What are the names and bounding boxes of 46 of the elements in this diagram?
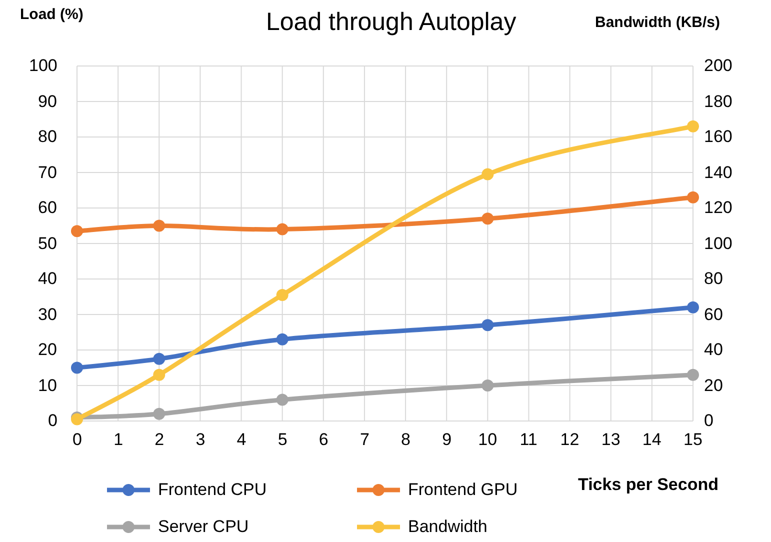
tick-label: 70: [38, 162, 57, 182]
tick-label: 30: [38, 304, 57, 324]
chart-title: Load through Autoplay: [266, 8, 516, 36]
tick-label: 60: [704, 304, 723, 324]
tick-label: 6: [318, 430, 328, 450]
tick-label: 20: [38, 340, 57, 360]
tick-label: 0: [72, 430, 82, 450]
tick-label: 1: [114, 430, 124, 450]
tick-label: 80: [38, 127, 57, 147]
tick-label: 10: [38, 376, 57, 396]
tick-label: 0: [704, 411, 714, 431]
axis-title: Bandwidth (KB/s): [595, 14, 720, 30]
legend-label: Server CPU: [158, 517, 249, 537]
tick-label: 160: [704, 127, 732, 147]
tick-label: 9: [442, 430, 452, 450]
tick-label: 14: [642, 430, 662, 450]
legend-label: Bandwidth: [408, 517, 488, 537]
legend-label: Frontend GPU: [408, 480, 518, 500]
tick-label: 20: [704, 376, 723, 396]
tick-label: 7: [360, 430, 370, 450]
tick-label: 5: [278, 430, 288, 450]
axis-title: Ticks per Second: [578, 475, 718, 495]
tick-label: 100: [29, 56, 58, 76]
tick-label: 60: [38, 198, 57, 218]
tick-label: 180: [704, 92, 732, 112]
axis-title: Load (%): [20, 6, 84, 22]
tick-label: 3: [196, 430, 206, 450]
tick-label: 40: [704, 340, 723, 360]
tick-label: 80: [704, 269, 723, 289]
tick-label: 200: [704, 56, 732, 76]
tick-label: 8: [401, 430, 410, 450]
legend-label: Frontend CPU: [158, 480, 267, 500]
tick-label: 40: [38, 269, 57, 289]
tick-label: 50: [38, 234, 57, 254]
tick-label: 2: [154, 430, 164, 450]
tick-label: 10: [478, 430, 498, 450]
tick-label: 120: [704, 198, 732, 218]
tick-label: 13: [601, 430, 620, 450]
tick-label: 15: [684, 430, 702, 450]
tick-label: 4: [236, 430, 246, 450]
tick-label: 140: [704, 162, 732, 182]
tick-label: 11: [520, 430, 538, 450]
tick-label: 90: [38, 92, 57, 112]
tick-label: 100: [704, 234, 732, 254]
tick-label: 0: [48, 411, 58, 431]
tick-label: 12: [560, 430, 580, 450]
